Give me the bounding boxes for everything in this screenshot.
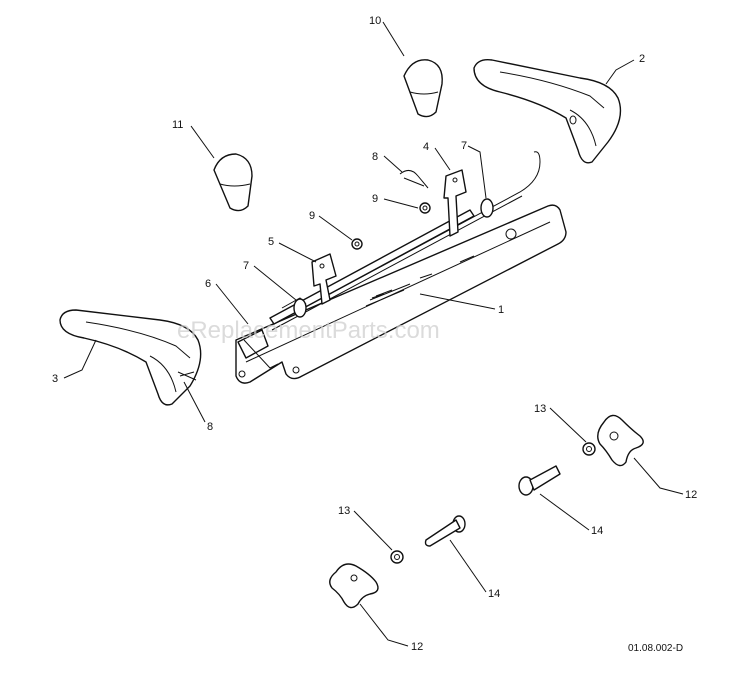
callout-9-lower: 9 xyxy=(309,210,315,222)
star-knob-right xyxy=(597,414,644,467)
callout-10: 10 xyxy=(369,15,381,27)
bolt-14-right xyxy=(518,465,561,496)
callout-9-upper: 9 xyxy=(372,193,378,205)
callout-14-right: 14 xyxy=(591,525,603,537)
nut-9-lower xyxy=(351,238,363,250)
nut-13-left xyxy=(390,550,404,564)
callout-8-lower: 8 xyxy=(207,421,213,433)
callout-1: 1 xyxy=(498,304,504,316)
callout-2: 2 xyxy=(639,53,645,65)
callout-6: 6 xyxy=(205,278,211,290)
callout-8-upper: 8 xyxy=(372,151,378,163)
bracket-5 xyxy=(311,253,337,305)
nut-13-right xyxy=(582,442,596,456)
callout-13-right: 13 xyxy=(534,403,546,415)
callout-5: 5 xyxy=(268,236,274,248)
knob-10 xyxy=(403,59,443,118)
hairpin-clip xyxy=(399,170,429,189)
handle-2 xyxy=(473,58,622,164)
knob-11 xyxy=(213,153,253,212)
nut-9-upper xyxy=(419,202,431,214)
callout-7-upper: 7 xyxy=(461,140,467,152)
leader-lines xyxy=(63,21,684,647)
callout-14-left: 14 xyxy=(488,588,500,600)
callout-7-lower: 7 xyxy=(243,260,249,272)
linkage-6 xyxy=(237,329,279,369)
handle-3 xyxy=(59,309,202,406)
diagram-code: 01.08.002-D xyxy=(628,643,683,654)
mounting-plate xyxy=(235,204,567,384)
collar-lower xyxy=(293,298,307,318)
bolt-14-left xyxy=(424,515,466,547)
bracket-4 xyxy=(443,169,467,237)
shift-rod xyxy=(269,151,541,331)
callout-13-left: 13 xyxy=(338,505,350,517)
callout-11: 11 xyxy=(172,119,183,131)
callout-4: 4 xyxy=(423,141,429,153)
callout-12-left: 12 xyxy=(411,641,423,653)
callout-3: 3 xyxy=(52,373,58,385)
collar-upper xyxy=(480,198,494,218)
callout-12-right: 12 xyxy=(685,489,697,501)
star-knob-left xyxy=(329,563,379,609)
watermark-text: eReplacementParts.com xyxy=(177,317,440,344)
